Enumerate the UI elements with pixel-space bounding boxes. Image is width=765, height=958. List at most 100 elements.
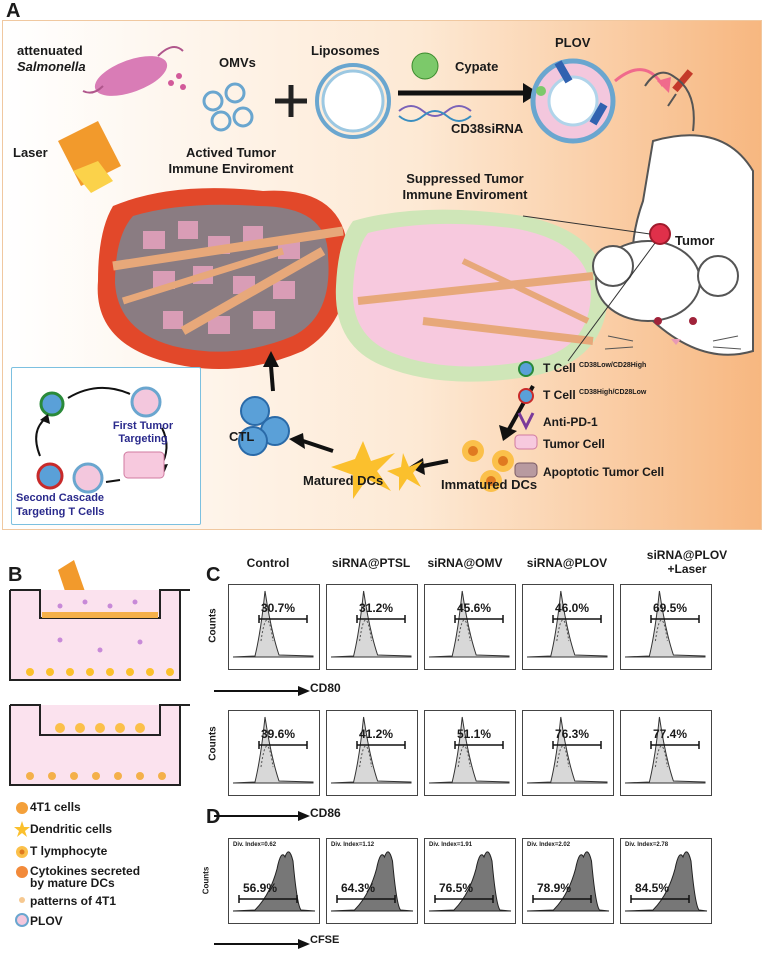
group-title-plov: siRNA@PLOV (526, 556, 608, 570)
laser-beam-icon (58, 121, 121, 186)
liposomes-label: Liposomes (311, 43, 380, 58)
syringe-icon (667, 69, 694, 107)
group-title-omv: siRNA@OMV (427, 556, 503, 570)
inset-cascade-targeting: First Tumor Targeting Second Cascade Tar… (11, 367, 201, 525)
suppressed-env-line2: Immune Enviroment (402, 187, 528, 202)
division-index-label: Div. Index=2.02 (527, 842, 571, 848)
omvs-icon (202, 82, 254, 132)
cd86-histogram-5: 77.4% (620, 710, 712, 796)
group-title-plov-laser-line2: +Laser (667, 562, 707, 576)
cfse-axis-arrow (214, 939, 310, 949)
immatured-dcs-icon (462, 440, 514, 492)
histogram-shape (526, 716, 608, 784)
ctl-label: CTL (229, 429, 255, 444)
cfse-histogram-5: 84.5% Div. Index=2.78 (620, 838, 712, 924)
plov-icon (530, 58, 616, 144)
suppressed-tumor-mass (335, 209, 608, 382)
gate-percentage: 45.6% (457, 601, 492, 615)
legend-tcell1-icon (518, 361, 534, 377)
omvs-label: OMVs (219, 55, 256, 70)
histogram-shape (624, 590, 706, 658)
legend-tcell1: T Cell CD38Low/CD28High (543, 361, 647, 375)
legend-b-dc: Dendritic cells (30, 822, 113, 836)
histogram-shape (624, 716, 706, 784)
active-tumor-mass (97, 188, 349, 369)
histogram-shape (428, 590, 510, 658)
gate-marker (356, 741, 406, 749)
gate-marker (454, 741, 504, 749)
histogram-shape (330, 590, 412, 658)
gate-marker (258, 741, 308, 749)
immatured-dcs-label: Immatured DCs (441, 477, 538, 492)
cd80-histogram-2: 31.2% (326, 584, 418, 670)
group-title-plov-laser-line1: siRNA@PLOV (646, 548, 728, 562)
tumor-label: Tumor (675, 233, 715, 248)
cfse-histogram-1: 56.9%Div. Index=0.62 (228, 838, 320, 924)
cd86-histogram-1: 39.6% (228, 710, 320, 796)
legend-tcell2: T Cell CD38High/CD28Low (543, 388, 647, 402)
cd86-histogram-2: 41.2% (326, 710, 418, 796)
cypate-sphere-icon (411, 52, 439, 80)
inset-second-line2: Targeting T Cells (16, 506, 105, 518)
gate-marker (434, 895, 494, 903)
transwell-diagram (9, 560, 190, 786)
group-title-ptsl: siRNA@PTSL (331, 556, 411, 570)
counts-label-cd86: Counts (207, 726, 219, 761)
histogram-shape (428, 716, 510, 784)
cfse-axis-label: CFSE (310, 934, 340, 946)
cfse-histogram-2: 64.3% Div. Index=1.12 (326, 838, 418, 924)
panel-a-schematic: attenuated Salmonella OMVs Liposomes Cyp… (2, 20, 762, 530)
gate-percentage: 39.6% (261, 727, 296, 741)
sirna-label: CD38siRNA (451, 121, 524, 136)
division-index-label: Div. Index=1.12 (331, 842, 375, 848)
histogram-shape (428, 851, 512, 912)
legend-antipd1-icon (517, 412, 535, 431)
sirna-helix-icon (398, 105, 472, 117)
cd80-axis-label: CD80 (310, 681, 341, 695)
ctl-icon (238, 396, 290, 456)
cd86-histogram-3: 51.1% (424, 710, 516, 796)
histogram-overlay (260, 745, 274, 768)
division-index-label: Div. Index=2.78 (625, 842, 669, 848)
legend-apoptotic: Apoptotic Tumor Cell (543, 465, 665, 479)
gate-percentage: 84.5% (635, 881, 670, 895)
histogram-shape (330, 716, 412, 784)
legend-b-plov: PLOV (30, 914, 63, 928)
division-index-label: Div. Index=0.62 (233, 842, 277, 848)
gate-percentage: 64.3% (341, 881, 376, 895)
gate-percentage: 76.3% (555, 727, 590, 741)
histogram-shape (232, 716, 314, 784)
gate-percentage: 46.0% (555, 601, 590, 615)
gate-marker (336, 895, 396, 903)
salmonella-icon (82, 46, 186, 96)
panel-letter-d: D (206, 806, 221, 828)
histogram-shape (232, 851, 316, 912)
legend-b-4t1: 4T1 cells (30, 800, 81, 814)
histogram-overlay (457, 745, 471, 768)
liposome-icon (315, 63, 391, 139)
cd80-histogram-4: 46.0% (522, 584, 614, 670)
gate-marker (630, 895, 690, 903)
histogram-shape (232, 590, 314, 658)
gate-marker (238, 895, 298, 903)
histogram-overlay (654, 745, 668, 768)
inset-first-line1: First Tumor (112, 420, 174, 432)
histogram-overlay (359, 745, 373, 768)
cd86-axis-label: CD86 (310, 806, 341, 820)
gate-marker (552, 615, 602, 623)
cfse-histogram-3: 76.5%Div. Index=1.91 (424, 838, 516, 924)
legend-tumor-cell: Tumor Cell (543, 437, 605, 451)
legend-b-cyt1: Cytokines secreted (30, 864, 141, 878)
cd80-histogram-5: 69.5% (620, 584, 712, 670)
inset-second-line1: Second Cascade (16, 492, 105, 504)
panel-letter-b: B (8, 564, 23, 586)
gate-percentage: 30.7% (261, 601, 296, 615)
histogram-overlay (457, 619, 471, 642)
panel-letter-a: A (6, 0, 21, 22)
counts-label-cfse: Counts (201, 866, 211, 895)
cypate-label: Cypate (455, 59, 499, 74)
panel-letter-c: C (206, 564, 221, 586)
gate-marker (356, 615, 406, 623)
plus-icon (275, 85, 307, 117)
histogram-shape (330, 851, 414, 912)
